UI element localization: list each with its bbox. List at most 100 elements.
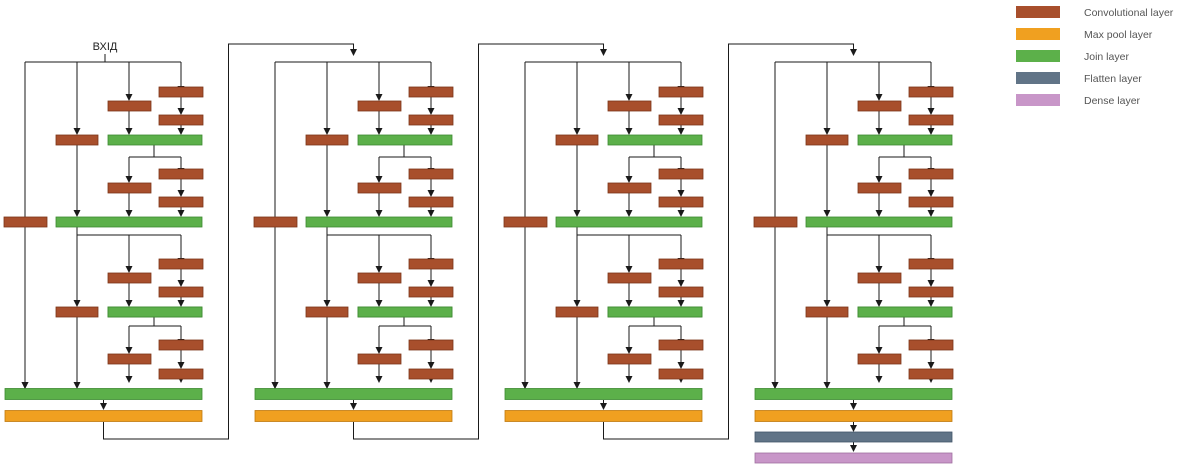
join-legend-swatch <box>1016 50 1060 62</box>
conv-layer <box>555 134 599 146</box>
dense-legend-swatch <box>1016 94 1060 106</box>
join-layer <box>4 388 203 400</box>
conv-layer <box>3 216 48 228</box>
max-pool-layer <box>504 410 703 422</box>
conv-layer <box>857 100 902 112</box>
join-layer <box>754 388 953 400</box>
conv-layer <box>305 134 349 146</box>
conv-layer <box>158 286 204 298</box>
join-layer <box>254 388 453 400</box>
join-legend-label: Join layer <box>1084 51 1129 63</box>
conv-layer <box>503 216 548 228</box>
conv-layer <box>908 114 954 126</box>
conv-layer <box>408 168 454 180</box>
conv-layer <box>658 339 704 351</box>
conv-layer <box>305 306 349 318</box>
conv-layer <box>158 368 204 380</box>
conv-layer <box>857 272 902 284</box>
conv-layer <box>357 100 402 112</box>
conv-layer <box>158 258 204 270</box>
conv-layer <box>408 368 454 380</box>
conv-layer <box>908 286 954 298</box>
conv-layer <box>408 86 454 98</box>
conv-layer <box>253 216 298 228</box>
join-layer <box>857 134 953 146</box>
join-layer <box>107 306 203 318</box>
conv-layer <box>107 182 152 194</box>
conv-layer <box>908 196 954 208</box>
conv-layer <box>658 258 704 270</box>
conv-legend-label: Convolutional layer <box>1084 7 1174 19</box>
conv-layer <box>158 86 204 98</box>
conv-layer <box>107 272 152 284</box>
conv-layer <box>658 196 704 208</box>
join-layer <box>555 216 703 228</box>
max-pool-layer <box>4 410 203 422</box>
conv-layer <box>408 196 454 208</box>
connection-line <box>603 43 857 440</box>
conv-layer <box>805 306 849 318</box>
conv-layer <box>107 353 152 365</box>
conv-layer <box>658 86 704 98</box>
conv-layer <box>908 368 954 380</box>
join-layer <box>107 134 203 146</box>
conv-layer <box>753 216 798 228</box>
conv-layer <box>408 114 454 126</box>
conv-layer <box>658 286 704 298</box>
pool-legend-label: Max pool layer <box>1084 29 1153 41</box>
conv-legend-swatch <box>1016 6 1060 18</box>
join-layer <box>357 306 453 318</box>
join-layer <box>805 216 953 228</box>
conv-layer <box>357 272 402 284</box>
conv-layer <box>357 182 402 194</box>
conv-layer <box>408 339 454 351</box>
join-layer <box>857 306 953 318</box>
conv-layer <box>908 168 954 180</box>
flatten-legend-swatch <box>1016 72 1060 84</box>
flatten-layer <box>754 431 953 443</box>
conv-layer <box>158 339 204 351</box>
max-pool-layer <box>754 410 953 422</box>
conv-layer <box>607 182 652 194</box>
conv-layer <box>607 272 652 284</box>
connection-line <box>103 43 357 440</box>
conv-layer <box>55 306 99 318</box>
flatten-legend-label: Flatten layer <box>1084 73 1142 85</box>
conv-layer <box>107 100 152 112</box>
conv-layer <box>357 353 402 365</box>
conv-layer <box>658 168 704 180</box>
conv-layer <box>408 286 454 298</box>
conv-layer <box>908 258 954 270</box>
join-layer <box>607 306 703 318</box>
pool-legend-swatch <box>1016 28 1060 40</box>
join-layer <box>305 216 453 228</box>
layers <box>3 86 954 464</box>
conv-layer <box>55 134 99 146</box>
conv-layer <box>908 339 954 351</box>
conv-layer <box>408 258 454 270</box>
input-label: ВХІД <box>93 41 118 53</box>
join-layer <box>607 134 703 146</box>
join-layer <box>357 134 453 146</box>
conv-layer <box>158 168 204 180</box>
join-layer <box>504 388 703 400</box>
max-pool-layer <box>254 410 453 422</box>
conv-layer <box>658 368 704 380</box>
dense-layer <box>754 452 953 464</box>
conv-layer <box>607 100 652 112</box>
connections <box>21 43 935 452</box>
conv-layer <box>555 306 599 318</box>
join-layer <box>55 216 203 228</box>
conv-layer <box>158 196 204 208</box>
conv-layer <box>857 353 902 365</box>
conv-layer <box>607 353 652 365</box>
conv-layer <box>908 86 954 98</box>
conv-layer <box>158 114 204 126</box>
conv-layer <box>805 134 849 146</box>
conv-layer <box>658 114 704 126</box>
conv-layer <box>857 182 902 194</box>
dense-legend-label: Dense layer <box>1084 95 1141 107</box>
connection-line <box>353 43 607 440</box>
